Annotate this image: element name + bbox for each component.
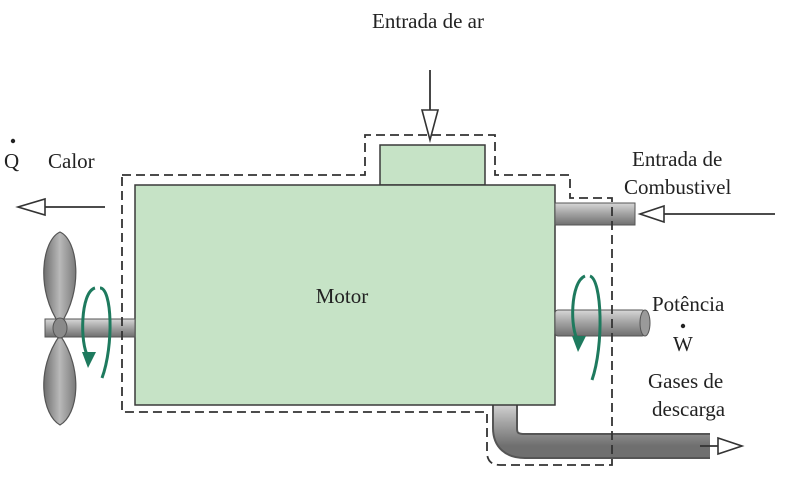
left-rotation-arrow [81,286,112,379]
fuel-inlet-label-line2: Combustivel [624,175,732,199]
heat-symbol-label: Q [4,149,19,173]
exhaust-outlet-arrow [700,436,745,456]
fuel-inlet-label-line1: Entrada de [632,147,722,171]
control-volume-boundary [121,134,613,466]
engine-body [134,184,556,406]
air-inlet-arrow [420,70,440,144]
exhaust-label-line1: Gases de [648,369,723,393]
fan-propeller [43,231,77,426]
air-inlet-label: Entrada de ar [372,9,484,33]
right-rotation-arrow [571,274,602,381]
exhaust-label-line2: descarga [652,397,726,421]
heat-rate-symbol: Q [4,138,19,173]
heat-label: Calor [48,149,95,173]
fuel-inlet-arrow [637,204,775,224]
power-symbol-label: W [673,332,693,356]
power-rate-symbol: W [673,323,693,356]
fuel-inlet-pipe [554,202,636,226]
air-intake-block [379,144,486,186]
output-shaft-end [639,309,651,337]
power-label: Potência [652,292,725,316]
exhaust-pipe [492,402,710,459]
left-shaft [44,318,136,338]
heat-outlet-arrow [15,197,105,217]
motor-label: Motor [316,284,369,308]
